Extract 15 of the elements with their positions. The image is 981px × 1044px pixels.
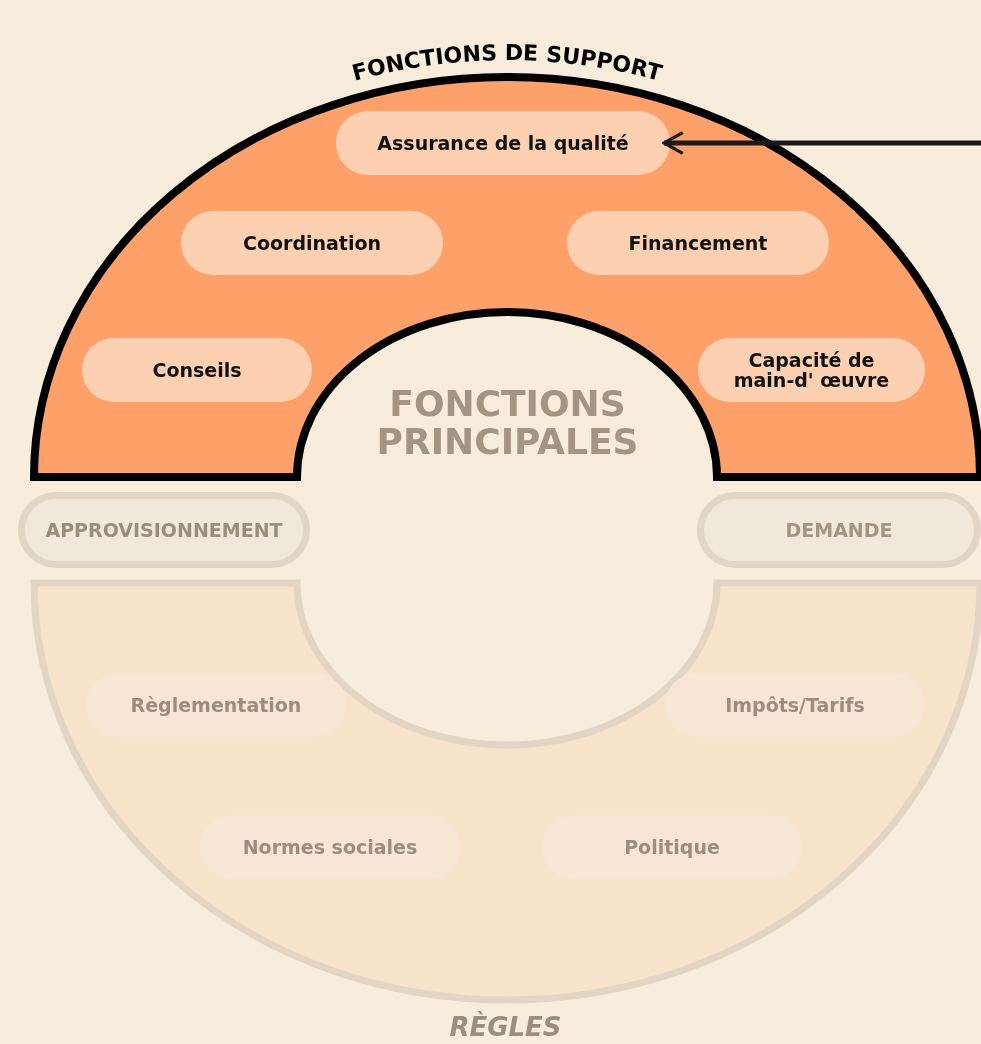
arrow (662, 130, 981, 156)
function-pill: Coordination (181, 211, 443, 275)
function-pill: Conseils (82, 338, 312, 402)
function-pill: Politique (542, 815, 802, 879)
curved-heading: FONCTIONS DE SUPPORT (349, 40, 665, 86)
center-label: FONCTIONS PRINCIPALES (345, 380, 670, 465)
function-pill: Assurance de la qualité (336, 111, 670, 175)
function-pill: Règlementation (86, 673, 346, 737)
flow-band: APPROVISIONNEMENT (18, 492, 310, 568)
function-pill: Normes sociales (200, 815, 460, 879)
function-pill: Impôts/Tarifs (665, 673, 925, 737)
flow-band: DEMANDE (697, 492, 981, 568)
function-pill: Financement (567, 211, 829, 275)
ring-heading: RÈGLES (448, 1012, 563, 1042)
function-pill: Capacité de main-d' œuvre (698, 338, 925, 402)
